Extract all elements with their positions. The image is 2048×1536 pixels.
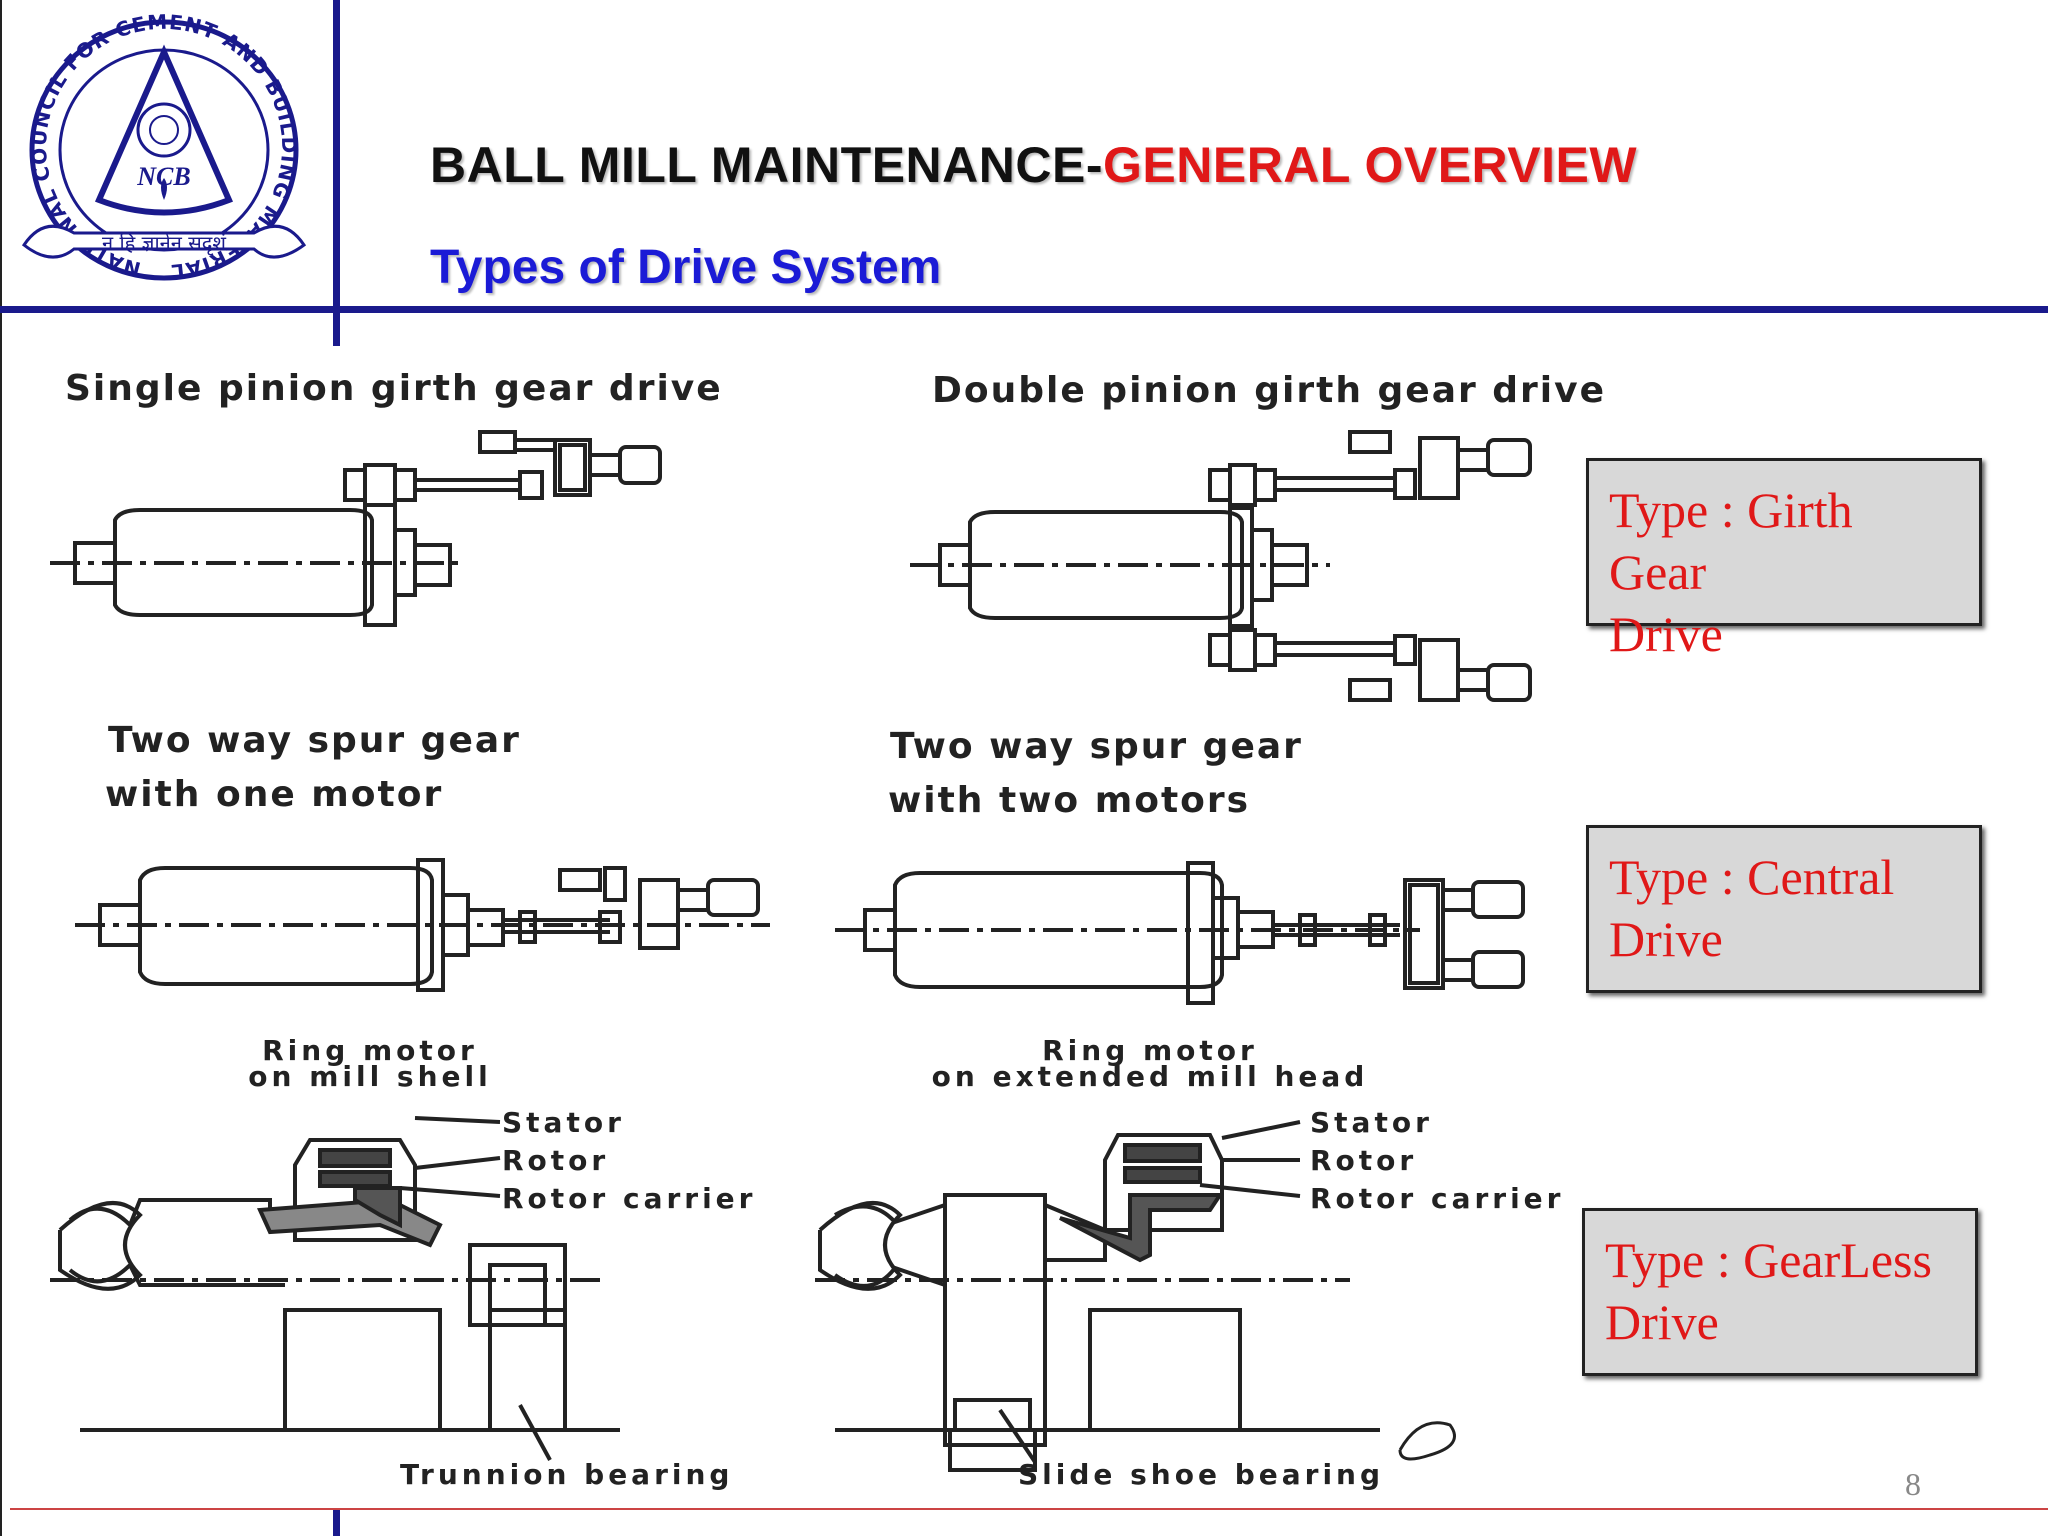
label-ring-shell-2: on mill shell [248, 1060, 492, 1093]
label-rotor-left: Rotor [502, 1144, 610, 1177]
logo-motto: न हि ज्ञानेन सदृशं [102, 231, 226, 256]
type-box-line2: Drive [1609, 606, 1723, 662]
type-box-line1: Type : Girth Gear [1609, 482, 1853, 600]
type-box-girth-gear: Type : Girth Gear Drive [1586, 458, 1982, 662]
label-ring-shell-1: Ring motor [262, 1034, 478, 1067]
type-box-gearless: Type : GearLess Drive [1582, 1208, 1978, 1376]
header-vertical-divider [333, 0, 340, 346]
header-horizontal-divider [0, 306, 2048, 313]
ring-motor-head-diagram [815, 1120, 1456, 1472]
title-red-part: GENERAL OVERVIEW [1103, 137, 1638, 193]
label-rotor-carrier-right: Rotor carrier [1310, 1182, 1565, 1215]
label-trunnion-bearing: Trunnion bearing [400, 1458, 734, 1491]
label-stator-left: Stator [502, 1106, 625, 1139]
label-rotor-carrier-left: Rotor carrier [502, 1182, 757, 1215]
type-box-line1: Type : GearLess [1605, 1232, 1932, 1288]
label-single-pinion: Single pinion girth gear drive [65, 368, 723, 409]
ring-motor-shell-diagram [50, 1116, 620, 1461]
slide-title: BALL MILL MAINTENANCE-GENERAL OVERVIEW [430, 136, 1637, 194]
ncb-logo: NATIONAL COUNCIL FOR CEMENT AND BUILDING… [14, 10, 307, 284]
slide-left-border [0, 0, 2, 1536]
slide-subtitle: Types of Drive System [430, 241, 942, 294]
label-double-pinion: Double pinion girth gear drive [932, 370, 1607, 411]
page-number: 8 [1905, 1466, 1921, 1502]
label-two-way-one-motor-2: with one motor [105, 774, 444, 815]
label-rotor-right: Rotor [1310, 1144, 1418, 1177]
two-way-one-motor-diagram [75, 858, 770, 992]
type-box-line2: Drive [1609, 911, 1723, 967]
footer-vertical-divider [333, 1508, 340, 1536]
type-box-line2: Drive [1605, 1294, 1719, 1350]
label-stator-right: Stator [1310, 1106, 1433, 1139]
label-ring-head-1: Ring motor [1042, 1034, 1258, 1067]
two-way-two-motors-diagram [835, 861, 1525, 1005]
double-pinion-diagram [910, 430, 1532, 702]
title-black-part: BALL MILL MAINTENANCE- [430, 137, 1103, 193]
label-two-way-two-motors-2: with two motors [888, 780, 1251, 821]
single-pinion-diagram [50, 430, 662, 627]
label-two-way-one-motor-1: Two way spur gear [108, 720, 521, 761]
type-box-line1: Type : Central [1609, 849, 1895, 905]
label-two-way-two-motors-1: Two way spur gear [890, 726, 1303, 767]
label-ring-head-2: on extended mill head [931, 1060, 1369, 1093]
footer-divider [10, 1508, 2048, 1510]
label-slide-shoe-bearing: Slide shoe bearing [1018, 1458, 1385, 1491]
type-box-central: Type : Central Drive [1586, 825, 1982, 993]
